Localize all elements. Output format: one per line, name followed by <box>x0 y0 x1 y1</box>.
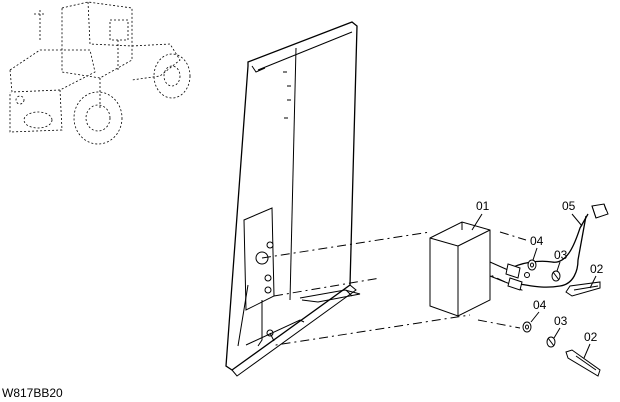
callout-03-lower: 03 <box>554 314 568 328</box>
figure-code: W817BB20 <box>2 386 63 400</box>
control-unit-icon <box>429 221 511 317</box>
callout-01: 01 <box>476 199 490 213</box>
callout-04-lower: 04 <box>533 298 547 312</box>
washer-icon <box>527 259 537 271</box>
cab-rear-panel-icon <box>225 21 361 377</box>
washer-icon <box>522 321 532 333</box>
callout-04-upper: 04 <box>530 234 544 248</box>
wire-harness-icon <box>505 213 589 291</box>
wheel-loader-thumbnail-icon <box>9 1 191 145</box>
bolt-icon <box>565 349 601 377</box>
callout-05: 05 <box>562 199 576 213</box>
connector-icon <box>591 203 609 219</box>
callout-03-upper: 03 <box>554 248 568 262</box>
callout-02-lower: 02 <box>584 330 598 344</box>
lock-washer-icon <box>546 336 556 348</box>
leader-lines <box>471 213 597 359</box>
bolt-icon <box>565 281 601 297</box>
callout-02-upper: 02 <box>590 262 604 276</box>
lock-washer-icon <box>551 270 561 282</box>
